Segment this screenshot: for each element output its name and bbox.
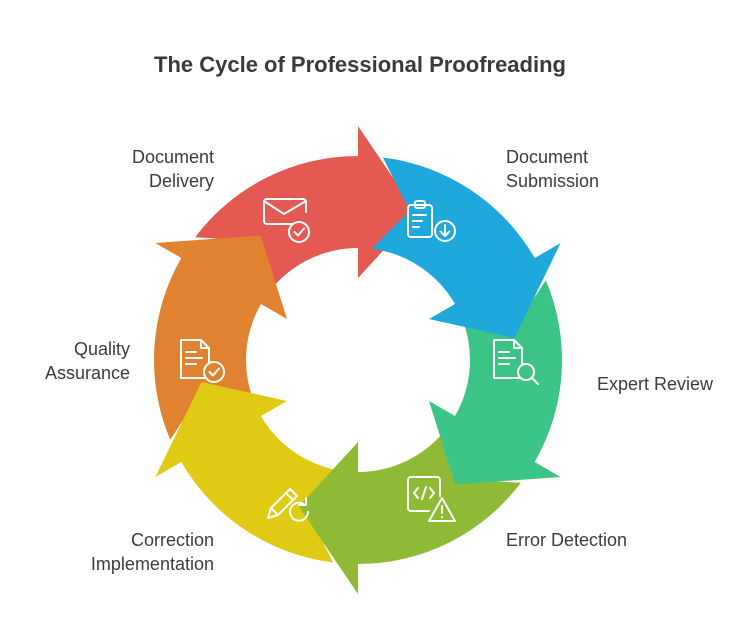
envelope-check-icon <box>263 198 310 243</box>
clipboard-download-icon <box>407 200 456 242</box>
step-label-review: Expert Review <box>597 372 713 396</box>
step-label-delivery: Document Delivery <box>132 145 214 193</box>
code-warning-icon <box>407 476 456 522</box>
cycle-segment-quality <box>153 235 287 440</box>
step-label-line: Quality <box>73 339 130 359</box>
step-label-line: Submission <box>506 171 600 191</box>
cycle-segment-submission <box>371 157 561 338</box>
step-label-line: Document <box>506 147 589 167</box>
cycle-segment-review <box>429 280 563 485</box>
step-label-line: Implementation <box>90 554 214 574</box>
step-label-submission: Document Submission <box>506 145 599 193</box>
step-label-line: Expert Review <box>597 374 714 394</box>
cycle-segment-correction <box>155 382 345 563</box>
step-label-line: Document <box>131 147 214 167</box>
step-label-line: Delivery <box>148 171 214 191</box>
step-label-line: Assurance <box>44 363 130 383</box>
step-label-detection: Error Detection <box>506 528 627 552</box>
step-label-quality: Quality Assurance <box>45 337 130 385</box>
step-label-line: Correction <box>130 530 214 550</box>
pencil-refresh-icon <box>267 488 309 522</box>
step-label-line: Error Detection <box>506 530 628 550</box>
diagram-title: The Cycle of Professional Proofreading <box>154 52 566 77</box>
document-check-icon <box>180 339 225 383</box>
document-search-icon <box>493 339 539 385</box>
step-label-correction: Correction Implementation <box>91 528 214 576</box>
